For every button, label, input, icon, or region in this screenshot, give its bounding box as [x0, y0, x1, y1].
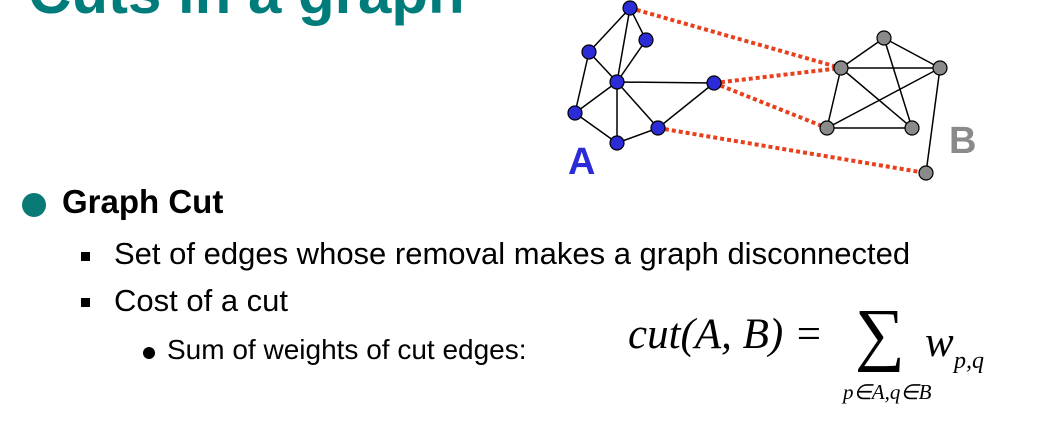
cut-edge — [657, 126, 927, 175]
cut-edge — [629, 6, 842, 70]
group-b-label: B — [949, 120, 976, 162]
graph-edge — [616, 7, 631, 83]
formula-lhs: cut(A, B) = — [628, 311, 823, 358]
graph-edge — [840, 37, 885, 69]
node-group-b — [876, 30, 892, 46]
graph-edge — [840, 67, 913, 129]
bullet-square — [81, 252, 90, 261]
node-group-a — [609, 74, 625, 90]
graph-edge — [588, 7, 631, 53]
graph-edge — [883, 37, 913, 129]
group-a-label: A — [568, 141, 595, 183]
bullet-dot — [22, 193, 46, 217]
node-group-a — [609, 135, 625, 151]
summation-symbol: ∑ — [855, 296, 905, 373]
graph-edge — [883, 37, 941, 69]
slide-title: Cuts in a graph — [28, 0, 465, 27]
graph-cut-diagram: A B — [567, 0, 976, 183]
cut-edge — [713, 81, 828, 130]
node-group-b — [932, 60, 948, 76]
summation-subscript: p∈A,q∈B — [843, 380, 932, 404]
node-group-a — [706, 75, 722, 91]
cut-edges — [629, 6, 927, 175]
graph-edge — [925, 67, 941, 174]
node-group-a — [638, 32, 654, 48]
graph-edge — [657, 82, 715, 129]
node-group-a — [650, 120, 666, 136]
group-b-edges — [826, 37, 941, 174]
node-group-a — [622, 0, 638, 16]
group-b-nodes — [819, 30, 948, 181]
graph-edge — [616, 81, 659, 129]
graph-edge — [826, 67, 842, 129]
graph-edge — [826, 67, 941, 129]
weight-variable: w — [925, 319, 954, 366]
node-group-a — [567, 105, 583, 121]
bullet-set-of-edges: Set of edges whose removal makes a graph… — [114, 236, 911, 271]
graph-edge — [616, 39, 647, 83]
node-group-b — [904, 120, 920, 136]
node-group-a — [581, 44, 597, 60]
bullet-dot-small — [143, 347, 155, 359]
graph-edge — [616, 81, 715, 84]
node-group-b — [819, 120, 835, 136]
graph-edge — [574, 112, 618, 144]
bullet-graph-cut: Graph Cut — [62, 183, 224, 220]
node-group-b — [833, 60, 849, 76]
node-group-b — [918, 165, 934, 181]
cut-edge — [713, 66, 842, 85]
bullet-square — [81, 298, 90, 307]
group-a-edges — [574, 7, 715, 144]
bullet-sum-of-weights: Sum of weights of cut edges: — [167, 334, 527, 365]
graph-edge — [574, 81, 618, 114]
weight-subscript: p,q — [954, 348, 984, 374]
bullet-cost-of-cut: Cost of a cut — [114, 283, 289, 318]
group-a-nodes — [567, 0, 722, 151]
graph-edge — [574, 51, 590, 114]
